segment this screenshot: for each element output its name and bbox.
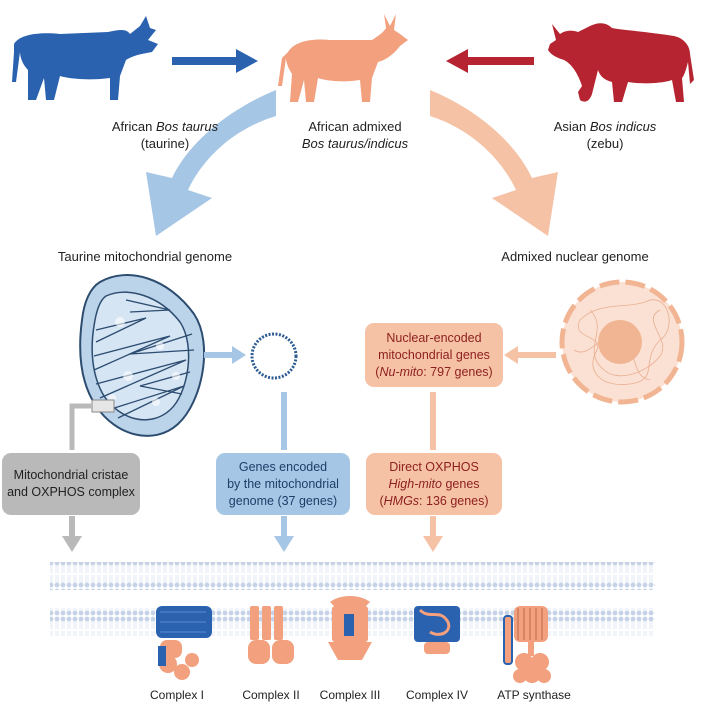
nuclear-genome-label: Admixed nuclear genome: [501, 249, 649, 264]
mt-genes-line1: Genes encoded: [238, 459, 328, 474]
complex-ii-label: Complex II: [242, 688, 300, 702]
taurine-label: African Bos taurus (taurine): [90, 118, 240, 152]
taurine-species: Bos taurus: [155, 119, 219, 134]
ring-to-genes-arrow: [281, 392, 287, 450]
genes-to-membrane-arrow: [274, 516, 294, 552]
zebu-label: Asian Bos indicus (zebu): [535, 118, 675, 152]
complex-iii-icon: [328, 596, 372, 660]
mitochondrion-icon: [79, 274, 206, 437]
complex-i-icon: [156, 606, 212, 680]
admixed-species: Bos taurus/indicus: [301, 136, 409, 151]
hmg-paren: (: [379, 493, 384, 508]
nu-mito-term: Nu-mito: [379, 364, 424, 379]
zebu-cow-icon: [548, 23, 694, 102]
mt-genes-line2: by the mitochondrial: [227, 476, 339, 491]
atp-synthase-icon: [503, 606, 551, 683]
numito-to-hmg-arrow: [430, 392, 436, 450]
nu-mito-line3: (Nu-mito: 797 genes): [365, 364, 503, 381]
taurine-common-name: (taurine): [140, 136, 190, 151]
nu-mito-line1: Nuclear-encoded: [386, 330, 482, 345]
admixed-label-title: African admixed: [308, 119, 402, 134]
nu-mito-paren: (: [375, 364, 380, 379]
nu-mito-count: : 797 genes): [423, 364, 493, 379]
mt-genes-box: Genes encoded by the mitochondrial genom…: [216, 453, 350, 515]
curved-arrow-to-mito: [146, 90, 276, 236]
cristae-box: Mitochondrial cristae and OXPHOS complex: [2, 453, 140, 515]
taurine-cow-icon: [12, 16, 158, 100]
nu-mito-line2: mitochondrial genes: [378, 347, 490, 362]
hmg-line2: High-mito genes: [366, 476, 502, 493]
zebu-label-prefix: Asian: [553, 119, 590, 134]
hmg-line3: (HMGs: 136 genes): [366, 493, 502, 510]
zebu-to-admixed-arrow: [446, 49, 534, 73]
hmg-count: : 136 genes): [419, 493, 489, 508]
taurine-to-admixed-arrow: [172, 49, 258, 73]
admixed-label: African admixed Bos taurus/indicus: [275, 118, 435, 152]
cristae-to-membrane-arrow: [62, 516, 82, 552]
nucleus-to-numito-arrow: [504, 346, 556, 364]
hmg-line1: Direct OXPHOS: [389, 459, 479, 474]
cristae-box-line1: Mitochondrial cristae: [13, 468, 129, 482]
cristae-box-line2: and OXPHOS complex: [7, 485, 135, 499]
mito-to-cristae-arrow: [69, 403, 92, 450]
hmg-box: Direct OXPHOS High-mito genes (HMGs: 136…: [366, 453, 502, 515]
complex-iv-label: Complex IV: [405, 688, 469, 702]
complex-i-label: Complex I: [149, 688, 205, 702]
complex-iv-icon: [414, 606, 460, 654]
mito-genome-label: Taurine mitochondrial genome: [57, 249, 233, 264]
nucleus-icon: [559, 279, 685, 405]
mito-to-ring-arrow: [204, 346, 246, 364]
outer-membrane: [50, 562, 655, 590]
zebu-common-name: (zebu): [586, 136, 624, 151]
nu-mito-box: Nuclear-encoded mitochondrial genes (Nu-…: [365, 323, 503, 387]
zebu-species: Bos indicus: [589, 119, 657, 134]
mtdna-ring-icon: [250, 332, 298, 380]
admixed-cow-icon: [278, 14, 408, 102]
complex-iii-label: Complex III: [319, 688, 381, 702]
hmg-to-membrane-arrow: [423, 516, 443, 552]
taurine-label-prefix: African: [111, 119, 156, 134]
complex-ii-icon: [248, 606, 294, 664]
curved-arrow-to-nuclear: [430, 90, 558, 236]
mt-genes-line3: genome (37 genes): [228, 493, 338, 508]
atp-synthase-label: ATP synthase: [497, 688, 571, 702]
hmg-abbrev: HMGs: [383, 493, 420, 508]
hmg-term: High-mito: [388, 476, 442, 491]
hmg-genes-word: genes: [441, 476, 480, 491]
